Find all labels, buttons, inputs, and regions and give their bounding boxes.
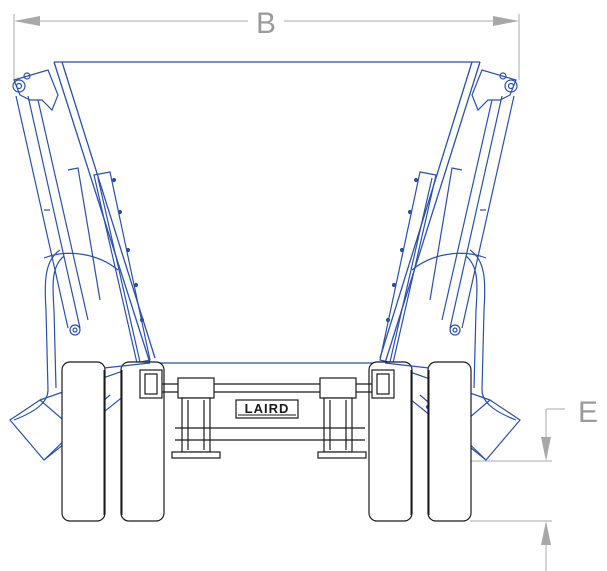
dimension-e [470, 408, 565, 571]
left-outer-wheel [61, 361, 106, 522]
dimension-e-label: E [578, 396, 598, 429]
left-inner-wheel [120, 361, 165, 522]
axle-frame [139, 369, 395, 459]
right-inner-wheel [368, 361, 413, 522]
dimension-b [13, 14, 520, 80]
laird-logo: LAIRD [235, 399, 299, 419]
wheels [61, 361, 472, 522]
dimension-b-label: B [256, 7, 276, 40]
right-outer-wheel [427, 361, 472, 522]
hopper-body [53, 61, 481, 364]
logo-text: LAIRD [245, 401, 290, 416]
